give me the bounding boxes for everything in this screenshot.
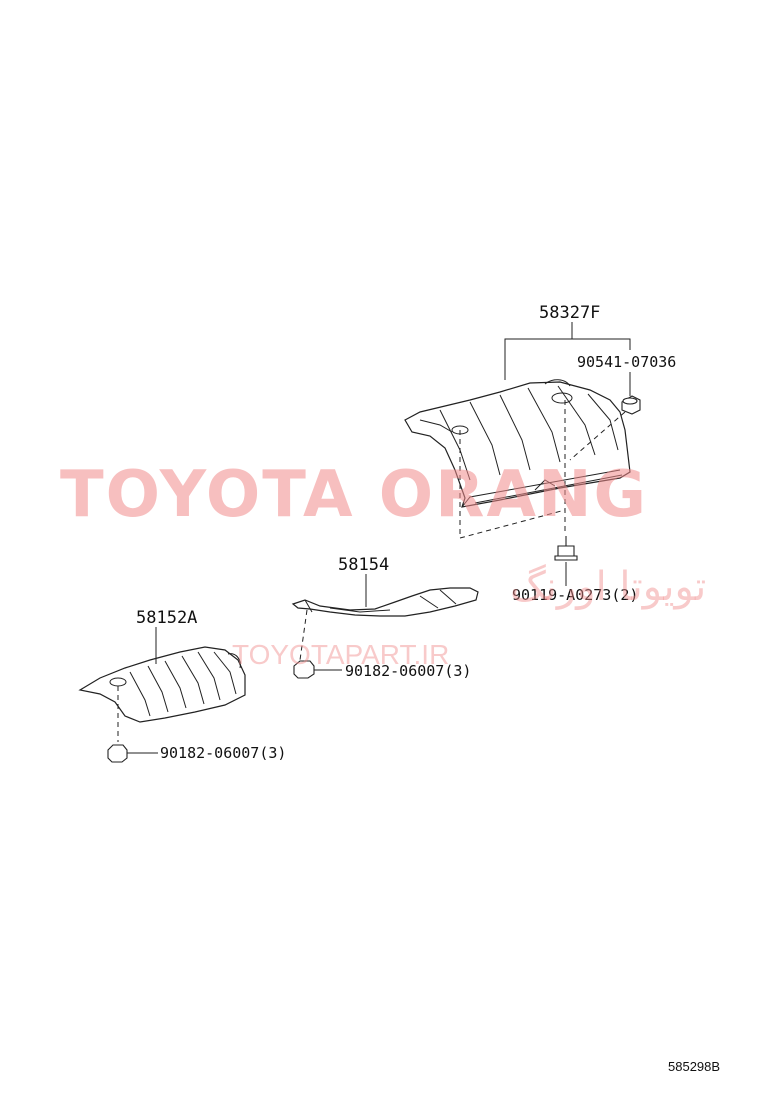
watermark-brand-fa: تویوتا اورنگ bbox=[510, 564, 706, 610]
label-90182-06007-front: 90182-06007(3) bbox=[160, 744, 286, 762]
label-90119-a0273: 90119-A0273(2) bbox=[512, 586, 638, 604]
bolt-90119-a0273 bbox=[554, 536, 578, 561]
label-90541-07036: 90541-07036 bbox=[577, 353, 676, 371]
nut-90182-06007-center bbox=[293, 660, 315, 679]
watermark-brand: TOYOTA ORANG bbox=[60, 458, 648, 532]
label-58154: 58154 bbox=[338, 555, 389, 575]
heat-shield-58152a bbox=[78, 646, 246, 723]
watermark-url: TOYOTAPART.IR bbox=[232, 639, 449, 670]
label-58327f: 58327F bbox=[539, 303, 600, 323]
label-90182-06007-center: 90182-06007(3) bbox=[345, 662, 471, 680]
figure-reference: 585298B bbox=[668, 1059, 720, 1074]
label-58152a: 58152A bbox=[136, 608, 197, 628]
clip-90541-07036 bbox=[621, 395, 641, 415]
heat-shield-58154 bbox=[291, 587, 479, 617]
nut-90182-06007-front bbox=[107, 744, 128, 763]
